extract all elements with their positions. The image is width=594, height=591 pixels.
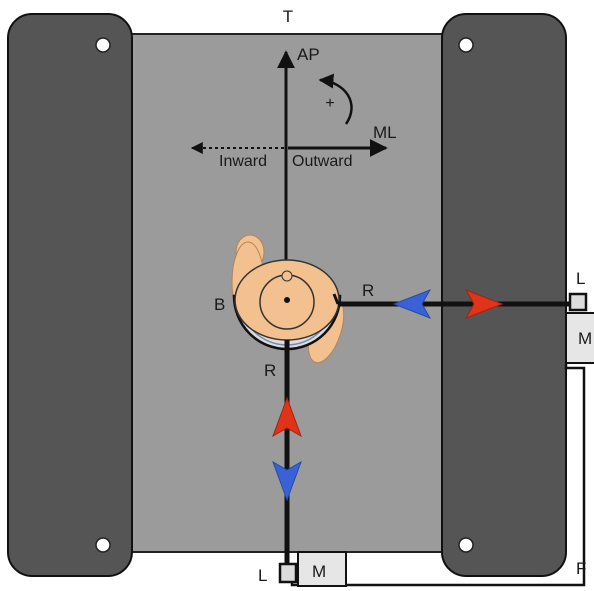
- nose: [281, 270, 293, 282]
- frame-line: [290, 364, 586, 587]
- body-center-dot: [284, 297, 290, 303]
- label-rotation: +: [325, 95, 334, 112]
- label-frame: F: [576, 559, 586, 578]
- label-load-bottom: L: [258, 566, 267, 585]
- motor-bottom: [297, 551, 347, 587]
- label-load-right: L: [576, 269, 585, 288]
- load-cell-bottom: [278, 562, 298, 584]
- screw-icon: [95, 37, 111, 53]
- curved-arrow-icon: [318, 73, 353, 125]
- label-body: B: [214, 295, 225, 314]
- label-rope-bottom: R: [264, 361, 276, 380]
- load-cell-right: [568, 292, 588, 312]
- screw-icon: [458, 537, 474, 553]
- label-ap: AP: [297, 45, 320, 64]
- motor-right: [565, 312, 594, 364]
- label-top: T: [283, 7, 293, 26]
- label-motor-bottom: M: [312, 562, 326, 581]
- gradient-double-arrow-icon: [272, 396, 302, 502]
- label-inward: Inward: [219, 153, 267, 170]
- right-side-panel: [441, 13, 567, 577]
- label-ml: ML: [373, 123, 397, 142]
- screw-icon: [458, 37, 474, 53]
- gradient-double-arrow-icon: [392, 289, 504, 319]
- left-side-panel: [7, 13, 133, 577]
- label-rope-right: R: [362, 281, 374, 300]
- label-motor-right: M: [578, 329, 592, 348]
- label-outward: Outward: [292, 153, 352, 170]
- rope-right-connector: [332, 293, 340, 305]
- screw-icon: [95, 537, 111, 553]
